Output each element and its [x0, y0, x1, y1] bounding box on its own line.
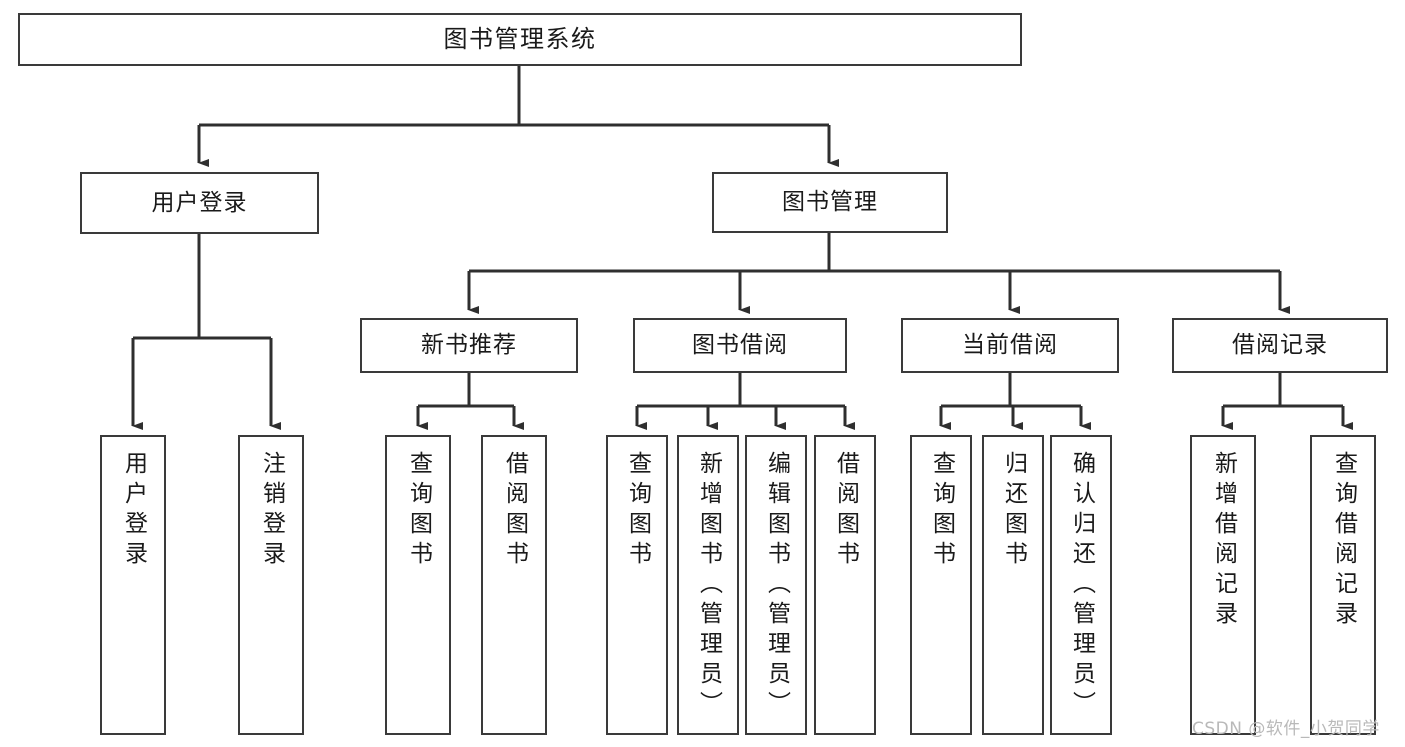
- node-leaf-user-login[interactable]: 用户登录: [100, 435, 166, 735]
- node-leaf-add-borrow-record-label: 新增借阅记录: [1210, 451, 1237, 631]
- node-leaf-query-borrow-record[interactable]: 查询借阅记录: [1310, 435, 1376, 735]
- node-leaf-user-login-label: 用户登录: [120, 451, 147, 571]
- node-borrow-record-label: 借阅记录: [1232, 332, 1328, 359]
- node-new-book-rec[interactable]: 新书推荐: [360, 318, 578, 373]
- node-book-borrow-label: 图书借阅: [692, 332, 788, 359]
- node-leaf-query-book-rec[interactable]: 查询图书: [385, 435, 451, 735]
- node-leaf-borrow-book-rec[interactable]: 借阅图书: [481, 435, 547, 735]
- node-leaf-query-borrow-record-label: 查询借阅记录: [1330, 451, 1357, 631]
- node-leaf-return-book[interactable]: 归还图书: [982, 435, 1044, 735]
- node-leaf-logout-label: 注销登录: [258, 451, 285, 571]
- node-leaf-query-book-cur-label: 查询图书: [928, 451, 955, 571]
- node-root-label: 图书管理系统: [443, 24, 597, 53]
- node-borrow-record[interactable]: 借阅记录: [1172, 318, 1388, 373]
- node-book-manage-label: 图书管理: [782, 189, 878, 216]
- node-leaf-query-book-rec-label: 查询图书: [405, 451, 432, 571]
- node-leaf-confirm-return-admin-label: 确认归还（管理员）: [1068, 451, 1095, 721]
- node-leaf-add-book-admin-label: 新增图书（管理员）: [695, 451, 722, 721]
- node-leaf-query-book-borrow[interactable]: 查询图书: [606, 435, 668, 735]
- node-leaf-borrow-book-label: 借阅图书: [832, 451, 859, 571]
- node-leaf-confirm-return-admin[interactable]: 确认归还（管理员）: [1050, 435, 1112, 735]
- node-book-manage[interactable]: 图书管理: [712, 172, 948, 233]
- node-leaf-logout[interactable]: 注销登录: [238, 435, 304, 735]
- node-book-borrow[interactable]: 图书借阅: [633, 318, 847, 373]
- node-leaf-query-book-borrow-label: 查询图书: [624, 451, 651, 571]
- node-leaf-add-borrow-record[interactable]: 新增借阅记录: [1190, 435, 1256, 735]
- node-leaf-edit-book-admin-label: 编辑图书（管理员）: [763, 451, 790, 721]
- node-leaf-borrow-book[interactable]: 借阅图书: [814, 435, 876, 735]
- node-leaf-add-book-admin[interactable]: 新增图书（管理员）: [677, 435, 739, 735]
- node-new-book-rec-label: 新书推荐: [421, 332, 517, 359]
- node-user-login[interactable]: 用户登录: [80, 172, 319, 234]
- node-root[interactable]: 图书管理系统: [18, 13, 1022, 66]
- node-current-borrow-label: 当前借阅: [962, 332, 1058, 359]
- node-leaf-query-book-cur[interactable]: 查询图书: [910, 435, 972, 735]
- node-current-borrow[interactable]: 当前借阅: [901, 318, 1119, 373]
- node-user-login-label: 用户登录: [151, 189, 248, 216]
- csdn-watermark: CSDN @软件_小贺同学: [1192, 719, 1380, 739]
- node-leaf-edit-book-admin[interactable]: 编辑图书（管理员）: [745, 435, 807, 735]
- node-leaf-borrow-book-rec-label: 借阅图书: [501, 451, 528, 571]
- node-leaf-return-book-label: 归还图书: [1000, 451, 1027, 571]
